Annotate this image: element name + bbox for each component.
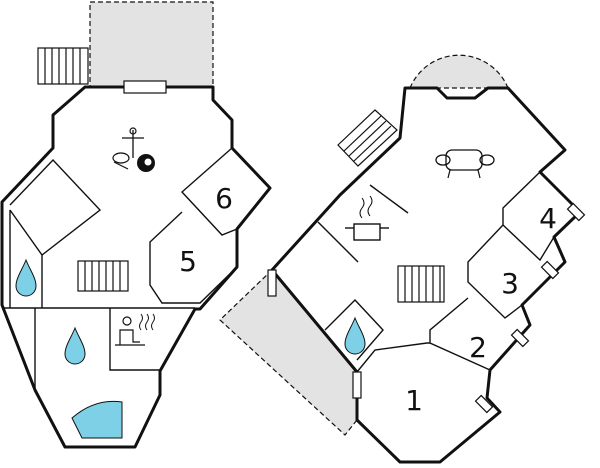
right-top-terrace <box>409 54 509 89</box>
shower-icon <box>71 400 123 439</box>
right-window-1 <box>474 394 494 414</box>
right-outer-wall <box>270 86 582 464</box>
left-outer-wall <box>0 85 272 449</box>
right-window-4 <box>566 202 586 222</box>
room-3-wall <box>467 224 523 319</box>
room-2-wall <box>429 297 491 371</box>
room-6-wall <box>180 147 238 236</box>
room-label-5: 5 <box>179 245 197 278</box>
room-label-2: 2 <box>469 331 487 364</box>
left-water-drop-icon-2 <box>64 326 86 365</box>
room-5-wall <box>149 211 238 304</box>
room-label-1: 1 <box>405 384 423 417</box>
right-interior-stairs-icon <box>397 265 445 303</box>
left-interior-stairs-icon <box>77 260 129 292</box>
cooking-pot-icon <box>345 195 389 241</box>
right-floor: 4 3 2 1 <box>219 54 586 464</box>
right-window-left-bottom <box>352 371 362 399</box>
right-window-3 <box>540 260 560 280</box>
right-side-terrace <box>219 269 358 436</box>
room-1-wall <box>356 342 430 373</box>
room-label-4: 4 <box>539 202 557 235</box>
billiard-ball-icon <box>137 154 155 172</box>
room-label-3: 3 <box>501 267 519 300</box>
left-floor: 6 5 <box>0 1 272 449</box>
left-external-stairs-icon <box>37 47 89 85</box>
right-bath-wall <box>324 298 384 361</box>
kitchen-wall-left <box>317 221 359 263</box>
right-water-drop-icon <box>344 316 366 355</box>
right-window-left-top <box>267 269 277 297</box>
right-external-stairs-icon <box>337 109 398 167</box>
left-top-window <box>123 80 167 94</box>
sauna-icon <box>115 313 155 346</box>
left-sauna-wall <box>109 308 160 371</box>
sofa-icon <box>435 149 495 179</box>
left-terrace <box>89 1 214 88</box>
table-tennis-icon <box>112 127 144 170</box>
left-wall-a <box>9 158 102 257</box>
kitchen-wall-top <box>369 184 409 214</box>
room-label-6: 6 <box>215 182 233 215</box>
left-water-drop-icon-1 <box>15 258 37 297</box>
right-window-2 <box>510 328 530 348</box>
